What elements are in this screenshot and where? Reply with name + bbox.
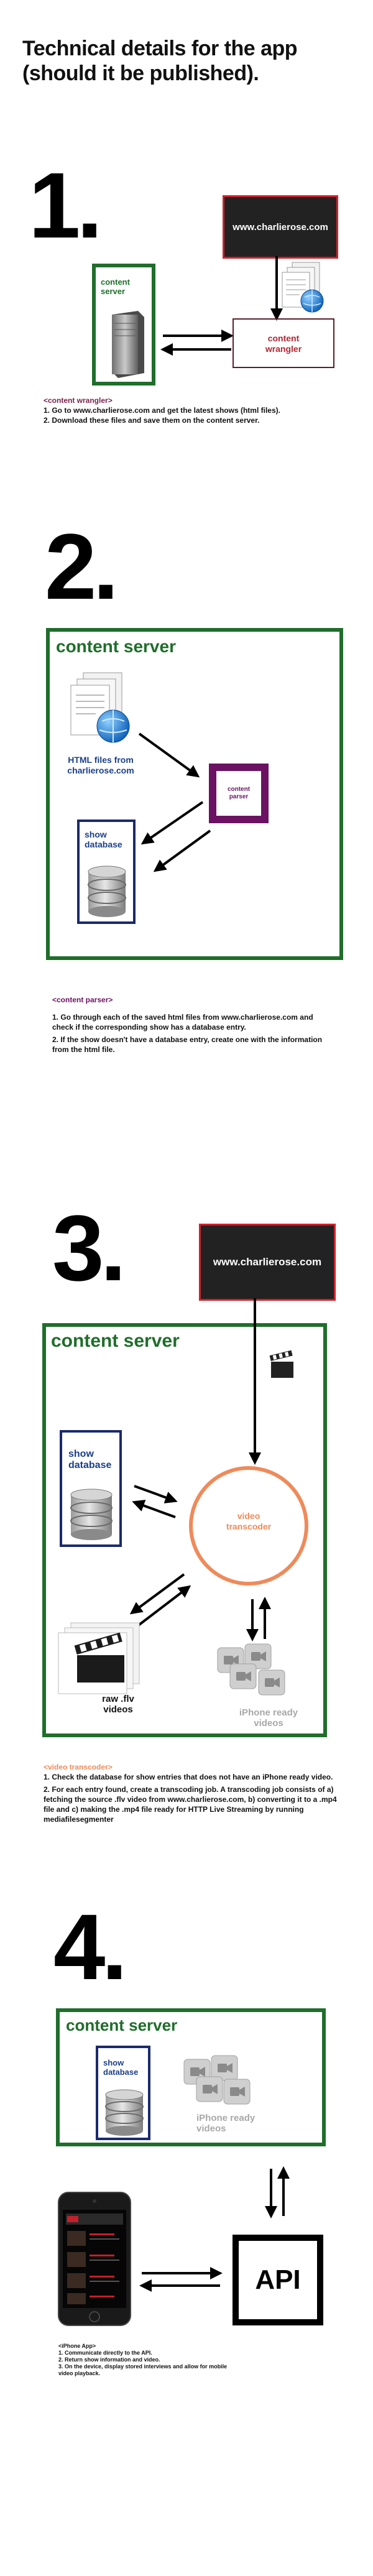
db-label-line1: show <box>68 1449 94 1459</box>
desc-step-2: 2. For each entry found, create a transc… <box>44 1785 337 1824</box>
section-1-arrows <box>160 256 283 356</box>
html-files-label: HTML files from charlierose.com <box>62 755 139 776</box>
server-title: content server <box>56 637 176 656</box>
iphone-icon <box>58 2192 131 2326</box>
clapperboard-icon <box>58 1622 140 1694</box>
desc-step-1: 1. Communicate directly to the API. <box>58 2350 152 2356</box>
section-3-description: <video transcoder> 1. Check the database… <box>44 1762 342 1827</box>
video-camera-icon <box>217 1643 285 1696</box>
section-3-number: 3. <box>52 1196 126 1300</box>
section-4-number: 4. <box>53 1895 127 1999</box>
desc-step-2: 2. Return show information and video. <box>58 2357 160 2363</box>
section-4-arrows <box>139 2166 290 2292</box>
section-1-description: <content wrangler> 1. Go to www.charlier… <box>44 395 354 425</box>
desc-heading: <iPhone App> <box>58 2343 96 2349</box>
section-1-number: 1. <box>29 153 103 257</box>
db-label-line1: show <box>103 2058 124 2067</box>
content-wrangler-box: content wrangler <box>233 318 334 368</box>
raw-label-line1: raw .flv <box>102 1694 134 1704</box>
desc-heading: <video transcoder> <box>44 1763 113 1771</box>
db-label-line1: show <box>85 829 107 839</box>
db-label-line2: database <box>68 1460 112 1470</box>
parser-label-line1: content <box>227 786 251 793</box>
server-title: content server <box>66 2016 178 2034</box>
transcoder-label-line1: video <box>237 1511 260 1521</box>
show-database-box: show database <box>77 819 136 924</box>
site-label: www.charlierose.com <box>233 221 328 233</box>
content-server-box: content server <box>42 1323 327 1737</box>
html-label-line2: charlierose.com <box>67 765 134 775</box>
charlierose-site-box: www.charlierose.com <box>223 195 338 259</box>
api-box: API <box>233 2235 323 2325</box>
desc-step-2: 2. Download these files and save them on… <box>44 416 260 425</box>
transcoder-label-line2: transcoder <box>226 1521 272 1531</box>
documents-globe-icon <box>282 262 324 313</box>
database-icon <box>105 2089 144 2136</box>
wrangler-label-line2: wrangler <box>265 344 302 354</box>
section-2-description: <content parser> 1. Go through each of t… <box>52 995 326 1057</box>
server-title: content server <box>51 1331 180 1351</box>
content-server-box: content server <box>56 2008 326 2146</box>
iphone-ready-videos-label: iPhone ready videos <box>237 1707 300 1729</box>
page-title: Technical details for the app (should it… <box>22 37 298 85</box>
iphone-label-line1: iPhone ready <box>196 2113 256 2123</box>
desc-step-1: 1. Go through each of the saved html fil… <box>52 1013 313 1032</box>
charlierose-site-box: www.charlierose.com <box>199 1224 336 1301</box>
documents-globe-icon <box>70 672 130 743</box>
show-database-box: show database <box>96 2046 150 2140</box>
section-4-description: <iPhone App> 1. Communicate directly to … <box>58 2343 239 2377</box>
iphone-label-line1: iPhone ready <box>239 1707 298 1718</box>
db-label-line2: database <box>85 839 122 849</box>
show-database-box: show database <box>60 1430 122 1547</box>
wrangler-label-line1: content <box>267 333 300 343</box>
database-icon <box>88 866 126 917</box>
clapperboard-icon <box>269 1350 293 1378</box>
section-3-arrows <box>129 1298 271 1641</box>
desc-step-1: 1. Go to www.charlierose.com and get the… <box>44 406 280 415</box>
video-transcoder-circle: video transcoder <box>189 1466 308 1586</box>
server-label-line2: server <box>101 287 126 296</box>
server-icon <box>112 311 144 378</box>
iphone-label-line2: videos <box>196 2123 226 2134</box>
desc-heading: <content wrangler> <box>44 396 113 405</box>
desc-step-1: 1. Check the database for show entries t… <box>44 1773 333 1781</box>
server-label-line1: content <box>101 277 130 287</box>
site-label: www.charlierose.com <box>213 1256 322 1268</box>
parser-label-line2: parser <box>229 793 249 800</box>
content-server-box: content server <box>92 264 155 385</box>
content-parser-box: content parser <box>209 764 269 823</box>
section-2-number: 2. <box>45 514 119 619</box>
database-icon <box>70 1489 113 1540</box>
raw-label-line2: videos <box>103 1704 133 1715</box>
desc-heading: <content parser> <box>52 995 113 1004</box>
content-server-box: content server <box>46 628 343 960</box>
iphone-ready-videos-label: iPhone ready videos <box>196 2113 259 2134</box>
html-label-line1: HTML files from <box>68 755 134 765</box>
raw-videos-label: raw .flv videos <box>87 1694 149 1715</box>
db-label-line2: database <box>103 2067 139 2077</box>
api-label: API <box>255 2264 301 2295</box>
desc-step-3: 3. On the device, display stored intervi… <box>58 2363 228 2376</box>
section-2-arrows <box>138 732 211 872</box>
iphone-label-line2: videos <box>254 1718 283 1729</box>
desc-step-2: 2. If the show doesn't have a database e… <box>52 1035 323 1054</box>
